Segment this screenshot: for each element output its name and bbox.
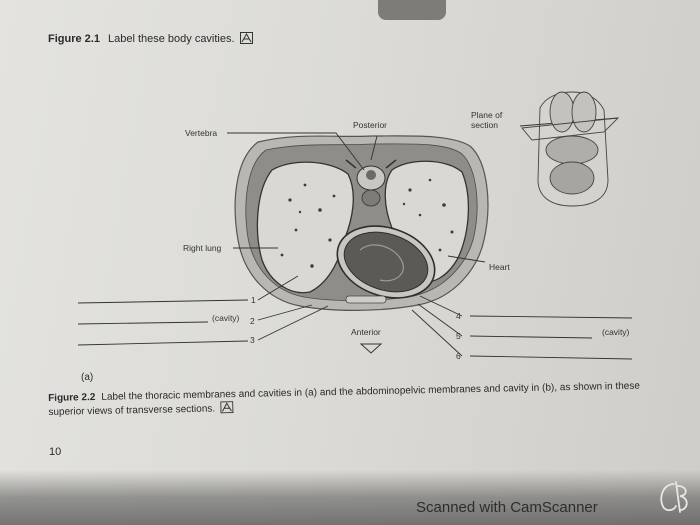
right-lung xyxy=(256,161,354,294)
blank-number-1: 1 xyxy=(251,295,256,305)
right-lung-label: Right lung xyxy=(183,243,222,253)
blank-number-2: 2 xyxy=(250,316,255,326)
cavity-hint-left: (cavity) xyxy=(212,313,240,323)
signature-mark xyxy=(660,481,688,513)
posterior-label: Posterior xyxy=(353,120,388,130)
page-number: 10 xyxy=(49,446,62,458)
sub-figure-label: (a) xyxy=(81,372,94,383)
figure-2-1-title: Figure 2.1 Label these body cavities. xyxy=(48,32,253,45)
camscanner-watermark: Scanned with CamScanner xyxy=(416,499,598,516)
heart-label: Heart xyxy=(489,262,510,272)
lung-texture xyxy=(280,178,454,268)
leader-lines xyxy=(227,117,619,357)
torso-inset-sketch xyxy=(521,91,620,207)
figure-2-1-number: Figure 2.1 xyxy=(48,33,100,45)
heart-shape xyxy=(336,225,436,299)
art-icon xyxy=(239,32,253,44)
plane-of-section-label: Plane of section xyxy=(471,110,503,130)
vertebra-shape xyxy=(345,159,397,207)
vertebra-label: Vertebra xyxy=(185,128,218,138)
sternum xyxy=(345,295,387,304)
anterior-label: Anterior xyxy=(351,327,381,337)
figure-2-1-instruction: Label these body cavities. xyxy=(107,33,235,45)
blank-number-5: 5 xyxy=(456,331,461,341)
blank-number-4: 4 xyxy=(456,311,461,321)
blank-number-6: 6 xyxy=(456,351,461,361)
top-edge-shadow xyxy=(378,0,446,20)
bottom-shadow xyxy=(0,470,700,525)
blank-number-3: 3 xyxy=(250,335,255,345)
art-icon xyxy=(219,401,233,414)
answer-lines xyxy=(77,299,633,360)
figure-2-2-number: Figure 2.2 xyxy=(48,392,96,404)
anterior-arrow-icon xyxy=(359,343,383,354)
cavity-hint-right: (cavity) xyxy=(602,327,630,337)
